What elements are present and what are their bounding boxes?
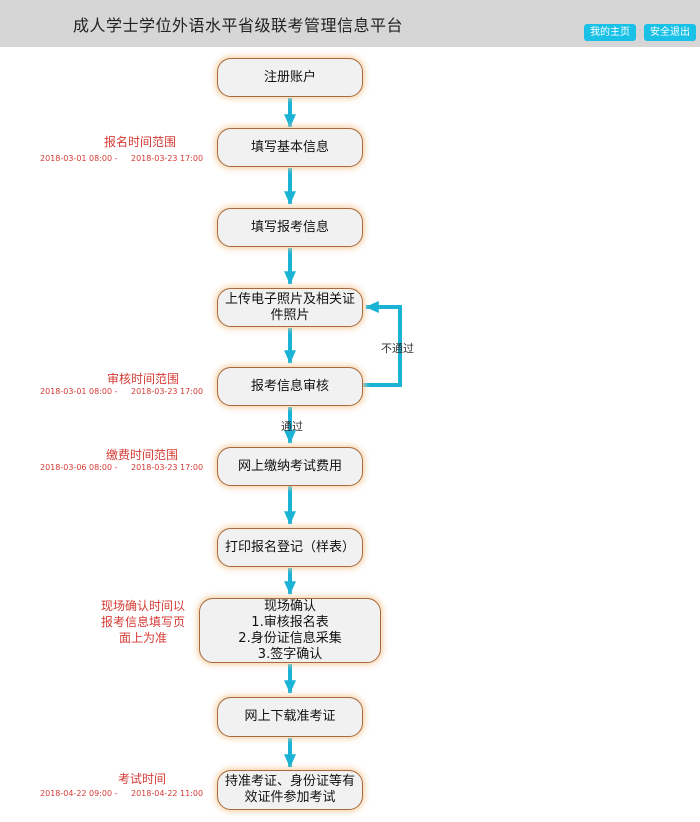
home-button[interactable]: 我的主页 xyxy=(584,24,636,41)
edge-label-pass: 通过 xyxy=(281,420,303,433)
review-period-start: 2018-03-01 08:00 - xyxy=(40,387,118,396)
header-bar: 成人学士学位外语水平省级联考管理信息平台 我的主页 安全退出 xyxy=(0,0,700,47)
step-label: 填写报考信息 xyxy=(250,219,329,235)
review-period-end: 2018-03-23 17:00 xyxy=(131,387,204,396)
step-upload-photo: 上传电子照片及相关证 件照片 xyxy=(217,288,363,327)
page-title: 成人学士学位外语水平省级联考管理信息平台 xyxy=(73,16,404,35)
step-fill-application-info: 填写报考信息 xyxy=(217,208,363,247)
payment-period-start: 2018-03-06 08:00 - xyxy=(40,463,118,472)
payment-period-end: 2018-03-23 17:00 xyxy=(131,463,204,472)
step-label: 填写基本信息 xyxy=(250,139,329,155)
step-online-payment: 网上缴纳考试费用 xyxy=(217,447,363,486)
step-item: 2.身份证信息采集 xyxy=(238,630,342,646)
step-label: 上传电子照片及相关证 xyxy=(224,291,355,307)
step-item: 3.签字确认 xyxy=(257,646,323,662)
edge-label-fail: 不通过 xyxy=(381,342,414,355)
step-title: 现场确认 xyxy=(263,598,316,614)
step-register-account: 注册账户 xyxy=(217,58,363,97)
step-download-admission-ticket: 网上下载准考证 xyxy=(217,697,363,737)
step-label: 注册账户 xyxy=(263,69,316,85)
exam-time-start: 2018-04-22 09:00 - xyxy=(40,789,118,798)
step-application-review: 报考信息审核 xyxy=(217,367,363,406)
step-label: 网上缴纳考试费用 xyxy=(237,458,342,474)
step-label: 打印报名登记（样表） xyxy=(224,539,355,555)
step-item: 1.审核报名表 xyxy=(251,614,329,630)
logout-button[interactable]: 安全退出 xyxy=(644,24,696,41)
note-line: 报考信息填写页 xyxy=(100,615,185,629)
step-label-line2: 效证件参加考试 xyxy=(244,790,336,805)
step-label: 持准考证、身份证等有 xyxy=(224,774,355,789)
step-fill-basic-info: 填写基本信息 xyxy=(217,128,363,167)
registration-period-start: 2018-03-01 08:00 - xyxy=(40,154,118,163)
registration-period-title: 报名时间范围 xyxy=(104,135,177,149)
step-label: 网上下载准考证 xyxy=(244,709,336,724)
step-label-line2: 件照片 xyxy=(270,307,310,323)
exam-time-title: 考试时间 xyxy=(118,772,167,786)
step-print-registration: 打印报名登记（样表） xyxy=(217,528,363,567)
note-line: 现场确认时间以 xyxy=(100,599,185,613)
step-label: 报考信息审核 xyxy=(250,378,329,394)
review-period-title: 审核时间范围 xyxy=(107,372,180,386)
step-onsite-confirmation: 现场确认 1.审核报名表 2.身份证信息采集 3.签字确认 xyxy=(199,598,381,663)
step-attend-exam: 持准考证、身份证等有 效证件参加考试 xyxy=(217,770,363,810)
exam-time-end: 2018-04-22 11:00 xyxy=(131,789,204,798)
registration-period-end: 2018-03-23 17:00 xyxy=(131,154,204,163)
arrow-fail-loop xyxy=(362,301,402,387)
onsite-confirmation-note: 现场确认时间以 报考信息填写页 面上为准 xyxy=(93,598,193,646)
note-line: 面上为准 xyxy=(118,631,167,645)
payment-period-title: 缴费时间范围 xyxy=(106,448,179,462)
